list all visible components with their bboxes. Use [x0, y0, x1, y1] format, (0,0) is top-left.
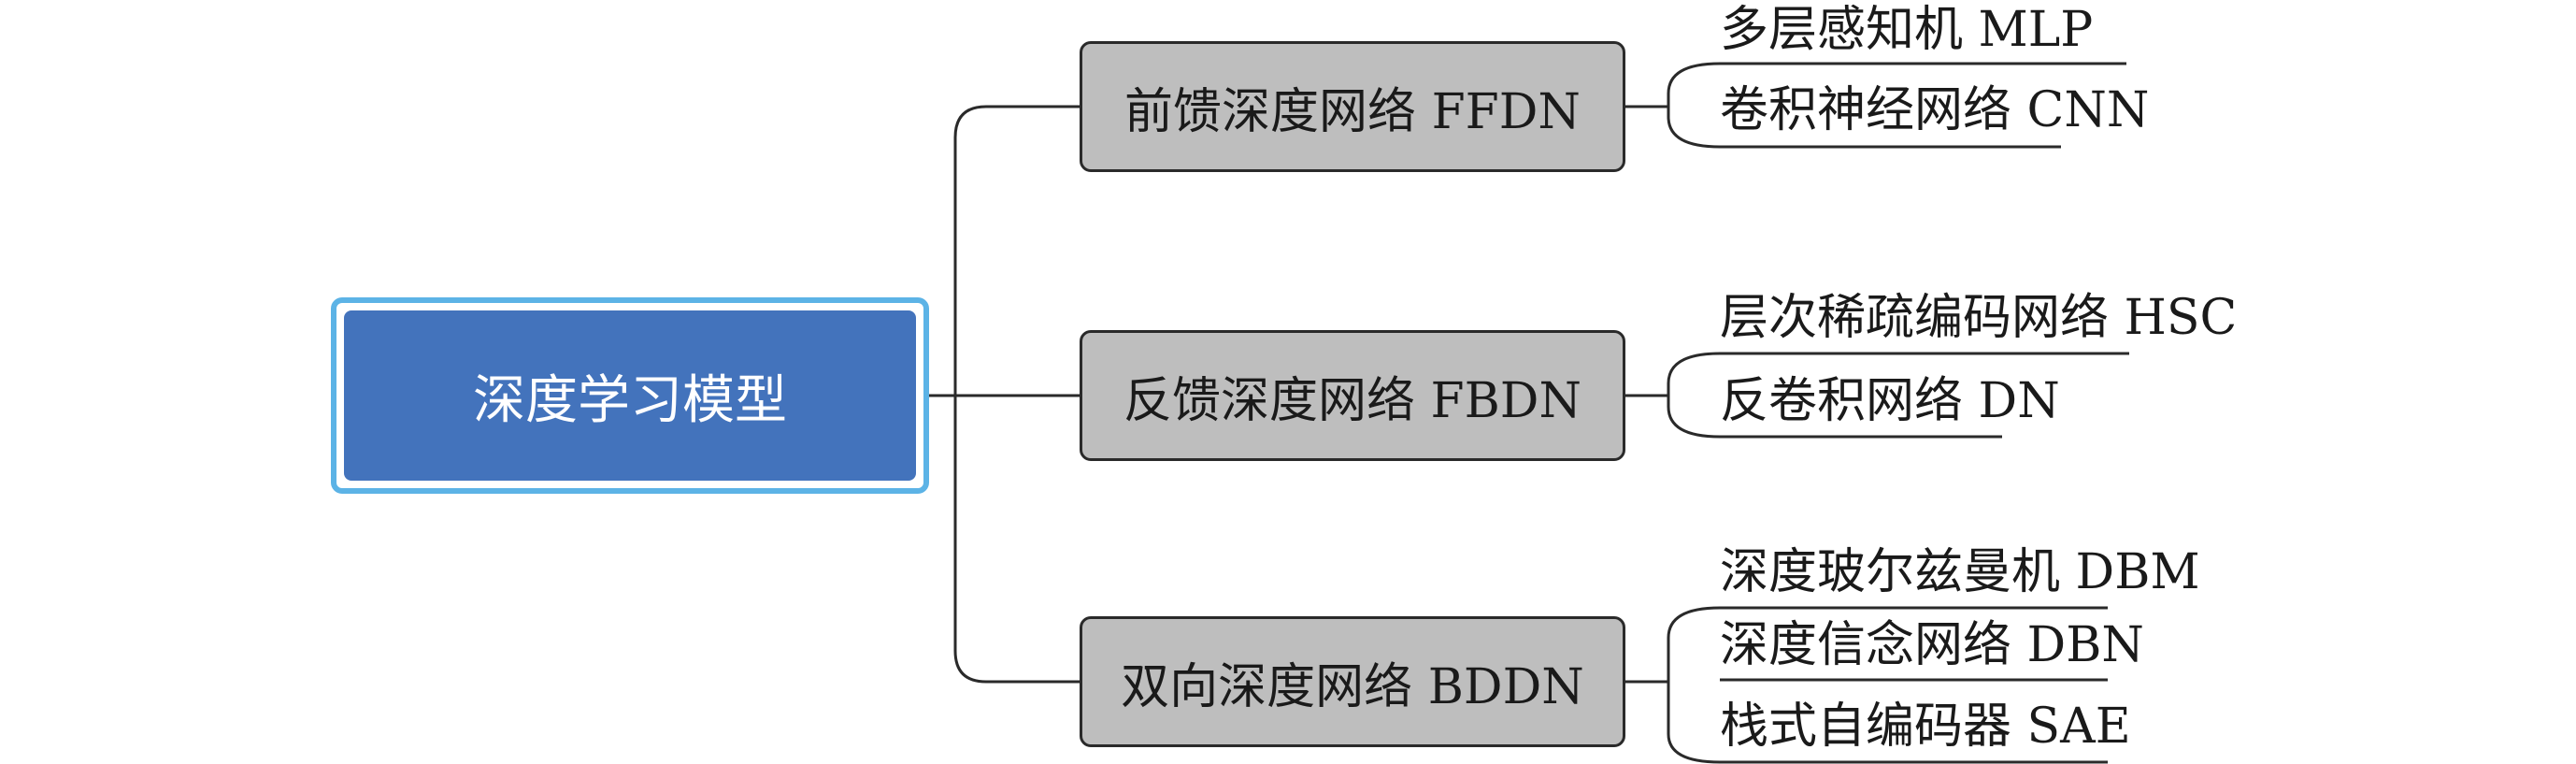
- branch-node-bddn[interactable]: 双向深度网络 BDDN: [1080, 616, 1625, 747]
- connector-root-trunk: [925, 105, 1080, 684]
- branch-label: 前馈深度网络 FFDN: [1124, 83, 1581, 140]
- connector-branch2-leaves: [1625, 352, 2129, 439]
- connector-branch1-leaves: [1625, 62, 2126, 149]
- leaf-node-dn[interactable]: 反卷积网络 DN: [1720, 373, 2060, 429]
- branch-node-ffdn[interactable]: 前馈深度网络 FFDN: [1080, 41, 1625, 172]
- branch-label: 反馈深度网络 FBDN: [1123, 372, 1581, 429]
- leaf-node-sae[interactable]: 栈式自编码器 SAE: [1720, 699, 2131, 755]
- leaf-node-cnn[interactable]: 卷积神经网络 CNN: [1720, 82, 2150, 138]
- connector-branch3-leaves: [1625, 606, 2108, 764]
- leaf-node-dbm[interactable]: 深度玻尔兹曼机 DBM: [1720, 544, 2200, 600]
- branch-label: 双向深度网络 BDDN: [1121, 658, 1584, 715]
- root-node-label: 深度学习模型: [473, 369, 787, 431]
- root-node[interactable]: 深度学习模型: [344, 310, 916, 481]
- branch-node-fbdn[interactable]: 反馈深度网络 FBDN: [1080, 330, 1625, 461]
- leaf-node-hsc[interactable]: 层次稀疏编码网络 HSC: [1720, 290, 2238, 346]
- leaf-node-mlp[interactable]: 多层感知机 MLP: [1720, 2, 2094, 58]
- leaf-node-dbn[interactable]: 深度信念网络 DBN: [1720, 617, 2144, 673]
